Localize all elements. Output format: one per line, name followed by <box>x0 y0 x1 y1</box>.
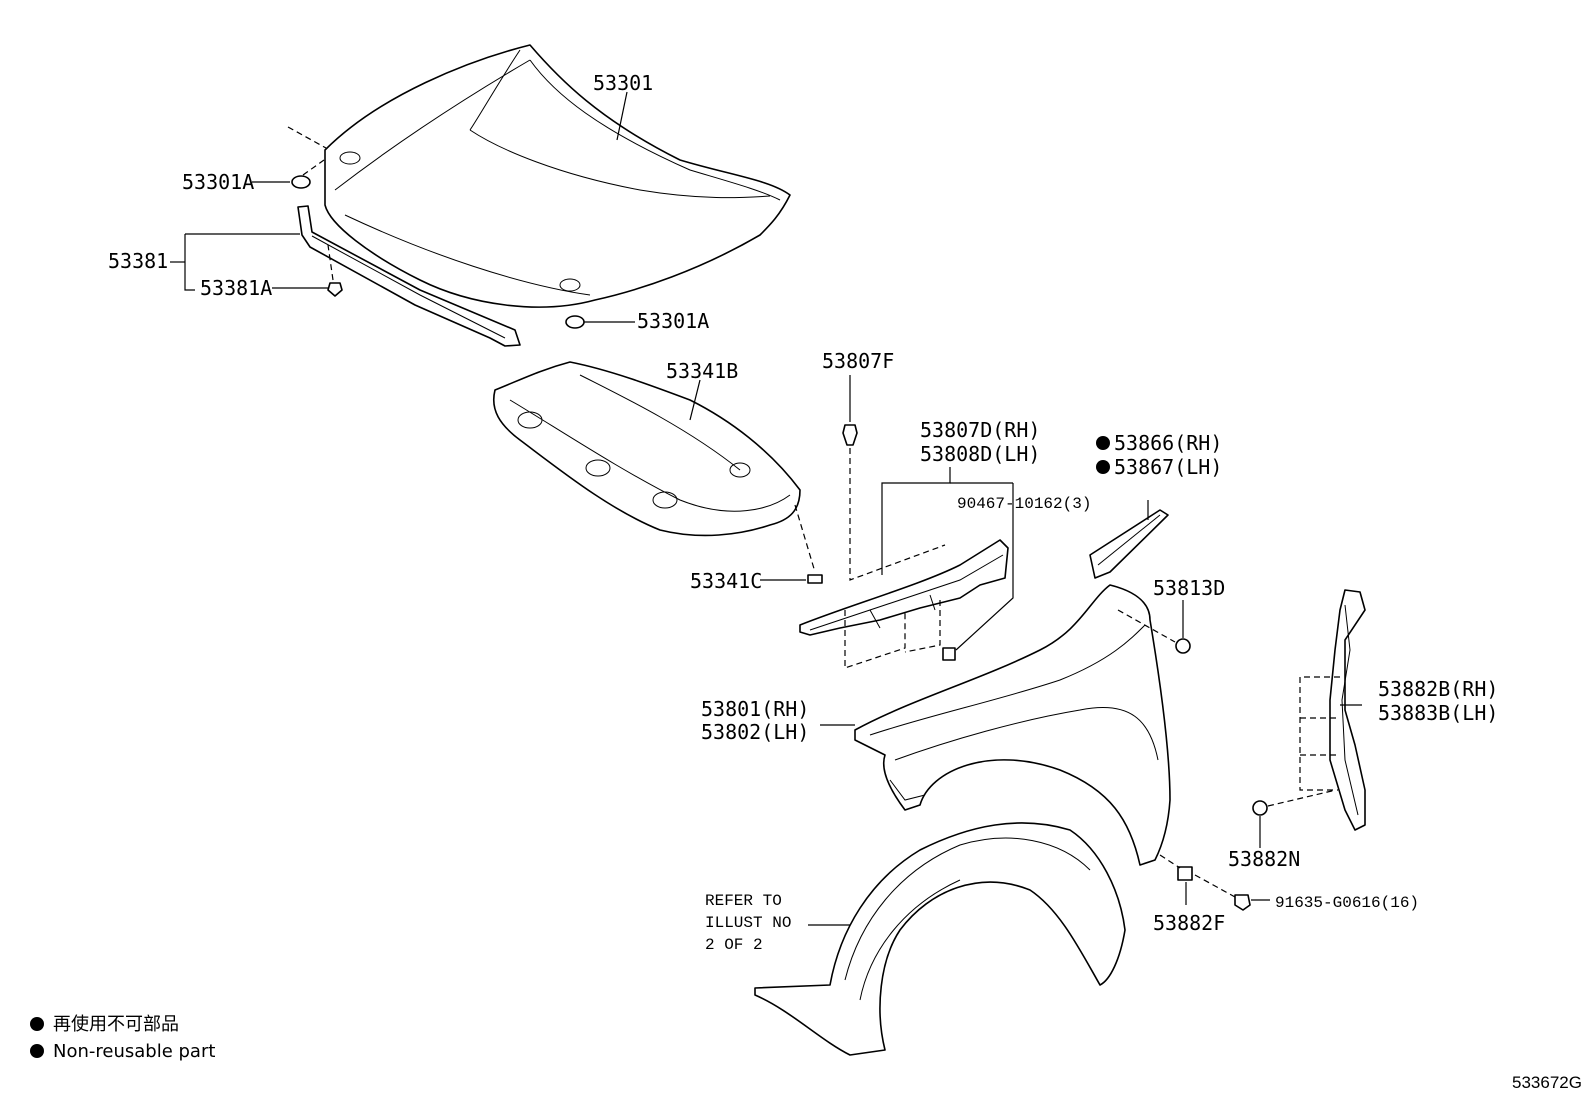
refer-note-line-1: REFER TO <box>705 892 782 910</box>
label-53808D[interactable]: 53808D(LH) <box>920 442 1040 466</box>
insulator-clip[interactable] <box>807 574 823 584</box>
label-53882B[interactable]: 53882B(RH) <box>1378 677 1498 701</box>
legend-dot-english <box>30 1044 44 1058</box>
drawing-code: 533672G <box>1512 1073 1582 1092</box>
refer-note-line-2: ILLUST NO <box>705 914 791 932</box>
non-reusable-dot-53867 <box>1096 460 1110 474</box>
label-53381[interactable]: 53381 <box>108 249 168 273</box>
shield-push-clip[interactable] <box>1252 800 1268 816</box>
label-91635[interactable]: 91635-G0616(16) <box>1275 894 1419 912</box>
seal-clip[interactable] <box>327 282 343 297</box>
legend-japanese: 再使用不可部品 <box>53 1014 179 1035</box>
fender-bolt[interactable] <box>1234 894 1251 911</box>
label-53882N[interactable]: 53882N <box>1228 847 1300 871</box>
refer-note-line-3: 2 OF 2 <box>705 936 763 954</box>
hood-insulator[interactable] <box>493 361 801 537</box>
fender-liner[interactable] <box>754 822 1126 1056</box>
label-53801[interactable]: 53801(RH) <box>701 697 809 721</box>
legend-dot-japanese <box>30 1017 44 1031</box>
hood-seal[interactable] <box>297 205 521 347</box>
label-53866[interactable]: 53866(RH) <box>1114 431 1222 455</box>
front-fender[interactable] <box>854 584 1171 866</box>
fender-clip[interactable] <box>1175 638 1191 654</box>
hood-grommet-bottom[interactable] <box>565 315 585 329</box>
hood-panel[interactable] <box>324 44 791 308</box>
non-reusable-dot-53866 <box>1096 436 1110 450</box>
fender-shield[interactable] <box>1329 589 1366 831</box>
legend-english: Non-reusable part <box>53 1041 215 1062</box>
label-53341B[interactable]: 53341B <box>666 359 738 383</box>
fender-seal[interactable] <box>1089 509 1169 579</box>
label-53883B[interactable]: 53883B(LH) <box>1378 701 1498 725</box>
cowl-side-bracket[interactable] <box>799 539 1009 636</box>
label-53882F[interactable]: 53882F <box>1153 911 1225 935</box>
hood-grommet-top[interactable] <box>291 175 311 189</box>
label-53381A[interactable]: 53381A <box>200 276 272 300</box>
label-53813D[interactable]: 53813D <box>1153 576 1225 600</box>
cowl-clip[interactable] <box>842 424 858 446</box>
label-53301A-top[interactable]: 53301A <box>182 170 254 194</box>
label-53802[interactable]: 53802(LH) <box>701 720 809 744</box>
label-53867[interactable]: 53867(LH) <box>1114 455 1222 479</box>
label-53301A-bottom[interactable]: 53301A <box>637 309 709 333</box>
label-53341C[interactable]: 53341C <box>690 569 762 593</box>
cowl-screw[interactable] <box>942 647 956 661</box>
shield-bracket[interactable] <box>1177 866 1193 881</box>
label-53807D[interactable]: 53807D(RH) <box>920 418 1040 442</box>
label-53807F[interactable]: 53807F <box>822 349 894 373</box>
label-53301[interactable]: 53301 <box>593 71 653 95</box>
label-90467[interactable]: 90467-10162(3) <box>957 495 1091 513</box>
